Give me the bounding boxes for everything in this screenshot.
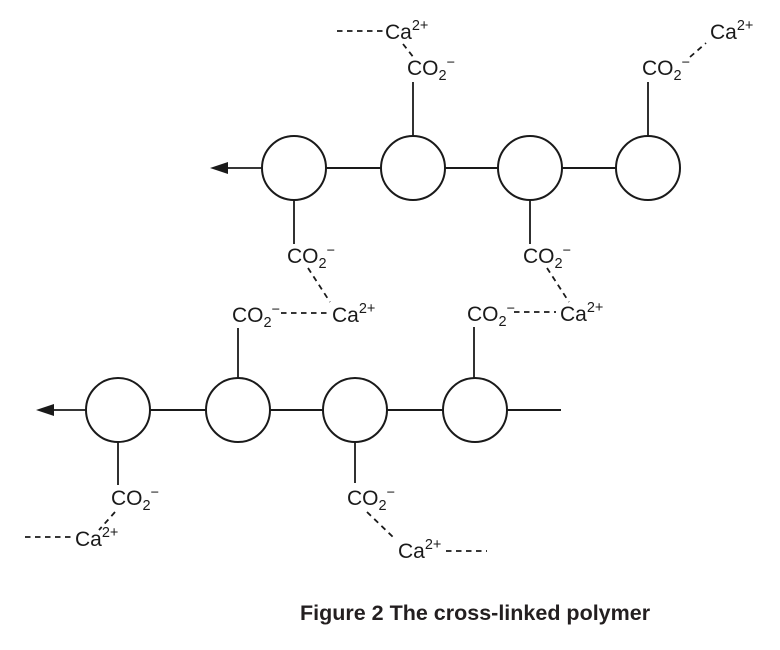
calcium-label: Ca2+ <box>560 300 603 326</box>
carboxylate-label: CO2− <box>347 485 395 514</box>
ionic-bond-dash <box>98 511 116 531</box>
top-polymer-chain <box>210 82 681 244</box>
carboxylate-label: CO2− <box>111 485 159 514</box>
calcium-label: Ca2+ <box>398 537 441 563</box>
ionic-bond-dashes <box>25 30 707 552</box>
bottom-polymer-chain <box>36 327 561 485</box>
carboxylate-label: CO2− <box>232 302 280 331</box>
carboxylate-label: CO2− <box>642 55 690 84</box>
carboxylate-label: CO2− <box>287 243 335 272</box>
calcium-label: Ca2+ <box>710 18 753 44</box>
carboxylate-labels: CO2− CO2− CO2− CO2− CO2− CO2− CO2− CO2− <box>111 55 690 514</box>
left-arrowhead-icon <box>210 162 228 174</box>
calcium-label: Ca2+ <box>332 301 375 327</box>
carboxylate-label: CO2− <box>407 55 455 84</box>
calcium-labels: Ca2+ Ca2+ Ca2+ Ca2+ Ca2+ Ca2+ <box>75 18 753 563</box>
figure-caption: Figure 2 The cross-linked polymer <box>300 601 651 625</box>
ionic-bond-dash <box>307 267 331 303</box>
ionic-bond-dash <box>366 511 394 538</box>
left-arrowhead-icon <box>36 404 54 416</box>
ionic-bond-dash <box>689 42 707 58</box>
calcium-label: Ca2+ <box>75 525 118 551</box>
ionic-bond-dash <box>402 43 415 59</box>
calcium-label: Ca2+ <box>385 18 428 44</box>
ionic-bond-dash <box>546 267 570 303</box>
carboxylate-label: CO2− <box>523 243 571 272</box>
carboxylate-label: CO2− <box>467 301 515 330</box>
